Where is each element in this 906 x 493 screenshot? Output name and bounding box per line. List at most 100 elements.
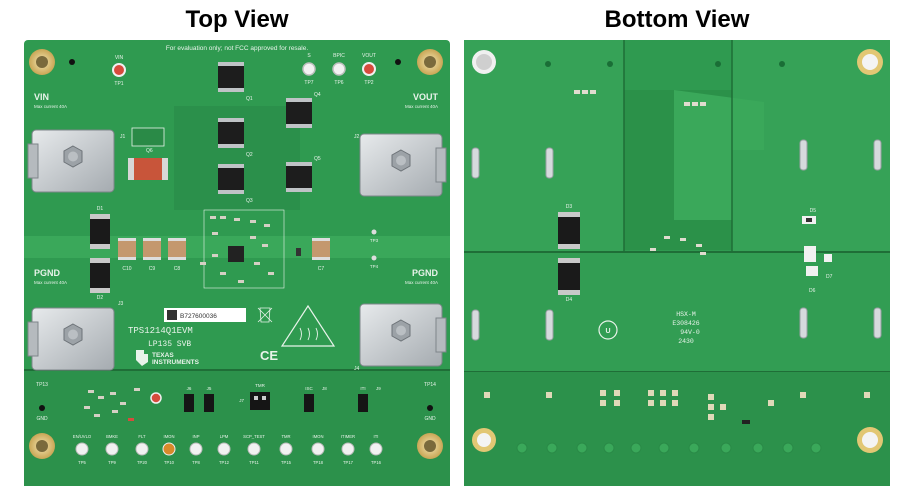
tvs-diode-d2: [90, 258, 110, 293]
j7-label: J7: [239, 398, 244, 403]
vout-terminal-lug[interactable]: [359, 133, 447, 197]
bottom-diode-d6: [804, 246, 832, 276]
pad-label-8: IMON: [313, 434, 324, 439]
tp-pad-7[interactable]: [279, 442, 293, 456]
bottom-strip: [24, 370, 450, 486]
pad-id-4: TP8: [192, 460, 200, 465]
pgnd-right-label: PGND: [412, 268, 439, 278]
tp-pad-1[interactable]: [105, 442, 119, 456]
tp2-label: TP2: [364, 80, 373, 86]
pad-id-1: TP9: [108, 460, 116, 465]
testpoint-red-strip[interactable]: [150, 392, 162, 404]
bottom-view-heading: Bottom View: [604, 6, 750, 33]
tp14-label: TP14: [424, 382, 436, 388]
jumper-iti[interactable]: [358, 394, 368, 412]
tp4-label: TP4: [370, 264, 379, 269]
mosfet-q5: [286, 162, 312, 192]
d5-label: D5: [810, 208, 817, 214]
testpoint-vin[interactable]: [112, 63, 126, 77]
j4-label: J4: [354, 366, 360, 372]
pad-id-8: TP18: [313, 460, 324, 465]
tp-pad-6[interactable]: [247, 442, 261, 456]
d7-label: D7: [826, 274, 833, 280]
j1-top-label: J1: [120, 134, 126, 140]
bottom-view-board: D3 D4 D5 D6 D7 U HSX-M E308426 94V-0 243…: [464, 40, 890, 486]
lug-rivets: [471, 139, 882, 341]
vout-current: Max current 40A: [405, 104, 438, 109]
j8-label: J8: [322, 386, 327, 391]
bottom-tvs-d4: [558, 258, 580, 295]
ti-logo-icon: [136, 350, 148, 366]
mount-hole-bl: [29, 433, 55, 459]
j2-label: J2: [354, 134, 360, 140]
pad-id-6: TP11: [249, 460, 259, 465]
tp-pad-8[interactable]: [311, 442, 325, 456]
bottom-mount-hole-tl: [472, 50, 496, 74]
testpoint-vout[interactable]: [362, 62, 376, 76]
pad-id-5: TP12: [219, 460, 230, 465]
tmr-jumper-label: TMR: [255, 383, 265, 388]
hsx-label: HSX-M: [676, 311, 696, 318]
small-passives: [200, 216, 301, 283]
isc-jumper-label: ISC: [305, 386, 313, 391]
pad-label-10: ITI: [374, 434, 379, 439]
vin-label: VIN: [34, 92, 49, 102]
tp-pad-3[interactable]: [162, 442, 176, 456]
strip-passives: [84, 388, 140, 421]
tp-s-label: S: [307, 53, 311, 59]
top-view-board: For evaluation only; not FCC approved fo…: [24, 40, 450, 486]
d3-label: D3: [566, 204, 573, 210]
mount-hole-tr: [417, 49, 443, 75]
c9-label: C9: [149, 266, 156, 272]
mosfet-q3: [218, 164, 244, 194]
tp1-label: TP1: [114, 81, 123, 87]
ti-line2: INSTRUMENTS: [152, 359, 200, 366]
q1-label: Q1: [246, 96, 253, 102]
date-code: 2430: [678, 338, 694, 345]
pgnd-right-terminal-lug[interactable]: [359, 303, 447, 367]
top-view-heading: Top View: [185, 6, 289, 33]
svg-text:U: U: [605, 328, 610, 335]
pgnd-left-current: Max current 40A: [34, 280, 67, 285]
c10-label: C10: [122, 266, 131, 272]
j5-label: J5: [207, 386, 212, 391]
testpoint-bpic[interactable]: [332, 62, 346, 76]
j6-label: J6: [187, 386, 192, 391]
jumper-j6[interactable]: [184, 394, 194, 412]
bottom-strip-pads: [484, 390, 870, 424]
capacitor-c10: [118, 238, 136, 260]
bottom-pad-row: [516, 442, 822, 454]
tp-pad-5[interactable]: [217, 442, 231, 456]
shunt-resistor: [128, 158, 168, 180]
tp7-label: TP7: [304, 80, 313, 86]
tp-pad-0[interactable]: [75, 442, 89, 456]
weee-icon: [257, 307, 273, 323]
tp-pad-2[interactable]: [135, 442, 149, 456]
gnd2-label: GND: [424, 416, 436, 422]
q5-label: Q5: [314, 156, 321, 162]
bottom-mount-hole-bl: [472, 428, 496, 452]
jumper-isc[interactable]: [304, 394, 314, 412]
q6-label: Q6: [146, 148, 153, 154]
tp-pad-4[interactable]: [189, 442, 203, 456]
jumper-j5[interactable]: [204, 394, 214, 412]
bottom-tvs-d3: [558, 212, 580, 249]
tvs-diode-d1: [90, 214, 110, 249]
ul-mark-icon: U: [598, 320, 618, 340]
tp-bpic-label: BPIC: [333, 53, 345, 59]
jumper-tmr[interactable]: [250, 392, 270, 410]
pad-label-5: LPM: [220, 434, 229, 439]
d4-label: D4: [566, 297, 573, 303]
pad-label-0: EN/UVLO: [73, 434, 92, 439]
mosfet-q1: [218, 62, 244, 92]
pad-id-2: TP20: [137, 460, 148, 465]
q3-label: Q3: [246, 198, 253, 204]
tp-pad-10[interactable]: [369, 442, 383, 456]
tp-pad-9[interactable]: [341, 442, 355, 456]
vin-terminal-lug[interactable]: [27, 129, 115, 193]
mosfet-q4: [286, 98, 312, 128]
hot-surface-warning-icon: [280, 304, 336, 347]
testpoint-s[interactable]: [302, 62, 316, 76]
pgnd-left-terminal-lug[interactable]: [27, 307, 115, 371]
c8-label: C8: [174, 266, 181, 272]
